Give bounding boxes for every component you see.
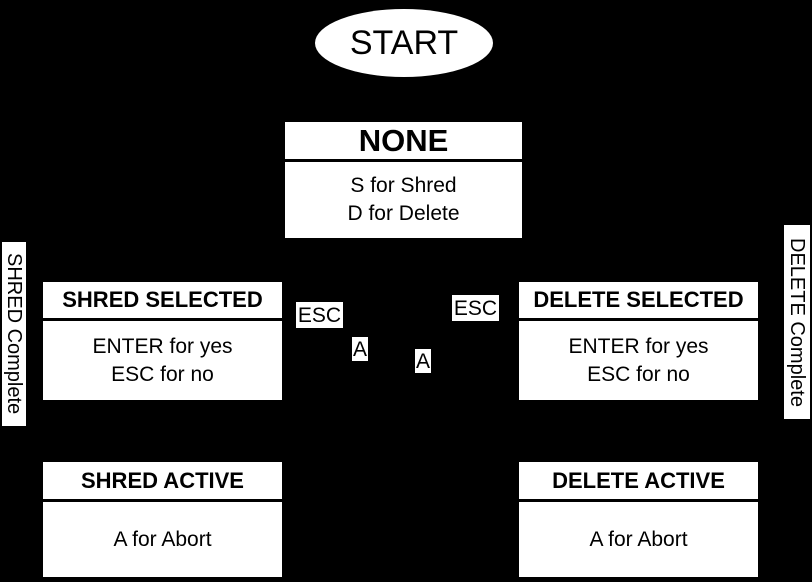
- start-node: START: [315, 9, 493, 77]
- state-delete-selected-title: DELETE SELECTED: [519, 282, 758, 321]
- state-shred-active-body: A for Abort: [43, 502, 282, 577]
- state-shred-selected-line-2: ESC for no: [111, 362, 214, 386]
- state-delete-selected-line-1: ENTER for yes: [568, 334, 709, 358]
- state-delete-active-line-1: A for Abort: [589, 527, 688, 551]
- state-delete-active: DELETE ACTIVE A for Abort: [519, 462, 758, 577]
- state-delete-selected-line-2: ESC for no: [587, 362, 690, 386]
- transition-label-abort-right: A: [415, 349, 431, 373]
- state-none-line-1: S for Shred: [350, 174, 457, 197]
- state-shred-active-title: SHRED ACTIVE: [43, 462, 282, 502]
- transition-label-esc-left: ESC: [296, 302, 343, 328]
- state-shred-active: SHRED ACTIVE A for Abort: [43, 462, 282, 577]
- state-delete-active-title: DELETE ACTIVE: [519, 462, 758, 502]
- state-none-body: S for Shred D for Delete: [285, 162, 522, 238]
- state-delete-active-body: A for Abort: [519, 502, 758, 577]
- transition-label-delete-complete: DELETE Complete: [784, 225, 810, 419]
- transition-label-shred-complete: SHRED Complete: [2, 242, 26, 426]
- state-shred-selected-line-1: ENTER for yes: [92, 334, 233, 358]
- state-shred-selected: SHRED SELECTED ENTER for yes ESC for no: [43, 282, 282, 400]
- transition-label-abort-left: A: [352, 337, 368, 361]
- state-shred-active-line-1: A for Abort: [113, 527, 212, 551]
- state-none-line-2: D for Delete: [347, 202, 460, 225]
- state-shred-selected-body: ENTER for yes ESC for no: [43, 321, 282, 400]
- state-none-title: NONE: [285, 122, 522, 162]
- state-none: NONE S for Shred D for Delete: [285, 122, 522, 238]
- state-delete-selected: DELETE SELECTED ENTER for yes ESC for no: [519, 282, 758, 400]
- state-shred-selected-title: SHRED SELECTED: [43, 282, 282, 321]
- state-delete-selected-body: ENTER for yes ESC for no: [519, 321, 758, 400]
- transition-label-esc-right: ESC: [452, 295, 499, 321]
- start-node-label: START: [349, 23, 459, 62]
